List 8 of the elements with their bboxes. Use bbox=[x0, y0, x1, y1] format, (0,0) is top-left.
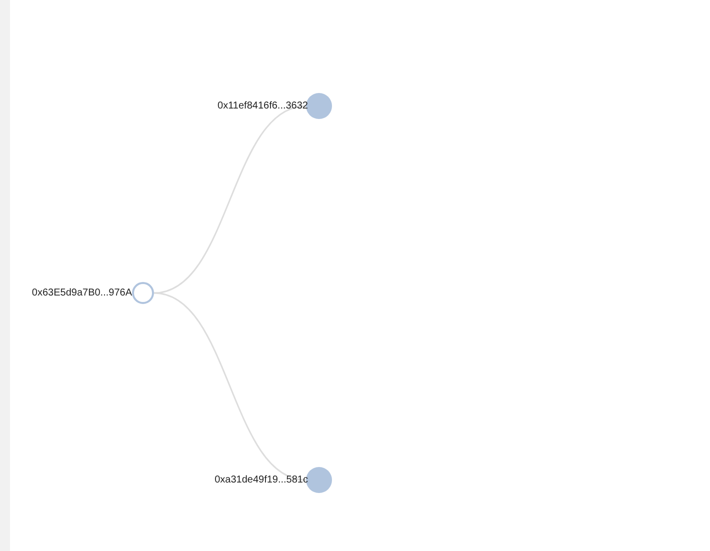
address-label: 0x63E5d9a7B0...976A bbox=[32, 288, 132, 298]
address-label: 0xa31de49f19...581c bbox=[214, 474, 308, 486]
address-label: 0x11ef8416f6...3632 bbox=[218, 100, 308, 112]
filled-node-circle bbox=[306, 93, 332, 119]
filled-node-circle bbox=[306, 467, 332, 493]
connector-line bbox=[154, 292, 306, 481]
connector-line bbox=[154, 105, 306, 294]
root-node-circle bbox=[132, 282, 154, 304]
